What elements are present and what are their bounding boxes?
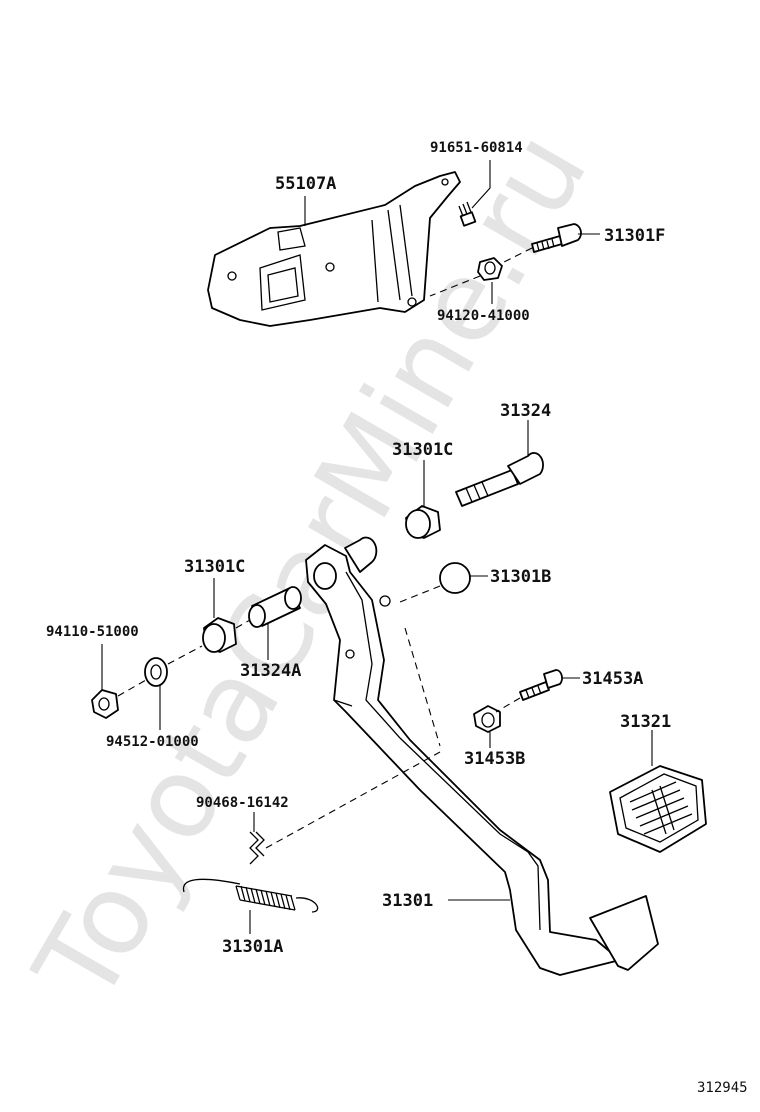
label-94512-01000: 94512-01000 [106,734,199,750]
label-31453A: 31453A [582,669,643,689]
cap-31301B [439,562,471,594]
label-91651-60814: 91651-60814 [430,140,523,156]
label-94110-51000: 94110-51000 [46,624,139,640]
label-90468-16142: 90468-16142 [196,795,289,811]
label-31301B: 31301B [490,567,551,587]
label-31301F: 31301F [604,226,665,246]
label-31301: 31301 [382,891,433,911]
bushing-31301C-top [405,505,441,539]
bushing-31301C-left [202,617,237,653]
bracket-55107A [207,171,461,327]
bushing-31453B [473,705,501,733]
clip-90468-16142 [249,831,265,865]
label-31301C-top: 31301C [392,440,453,460]
pedal-pad-31321 [609,765,707,853]
label-31301A: 31301A [222,937,283,957]
nut-94120-41000 [477,257,503,281]
pedal-arm-31301 [305,536,659,976]
bolt-31324 [455,452,544,507]
label-31453B: 31453B [464,749,525,769]
diagram-id: 312945 [697,1080,748,1096]
bolt-31453A [519,669,563,701]
washer-94512-01000 [144,657,168,687]
label-31301C-left: 31301C [184,557,245,577]
bolt-91651-60814 [458,201,477,227]
collar-31324A [248,586,302,628]
label-31324: 31324 [500,401,551,421]
label-55107A: 55107A [275,174,336,194]
label-31324A: 31324A [240,661,301,681]
nut-94110-51000 [91,689,119,719]
label-94120-41000: 94120-41000 [437,308,530,324]
spring-31301A [182,878,319,913]
label-31321: 31321 [620,712,671,732]
bolt-31301F [531,223,582,253]
